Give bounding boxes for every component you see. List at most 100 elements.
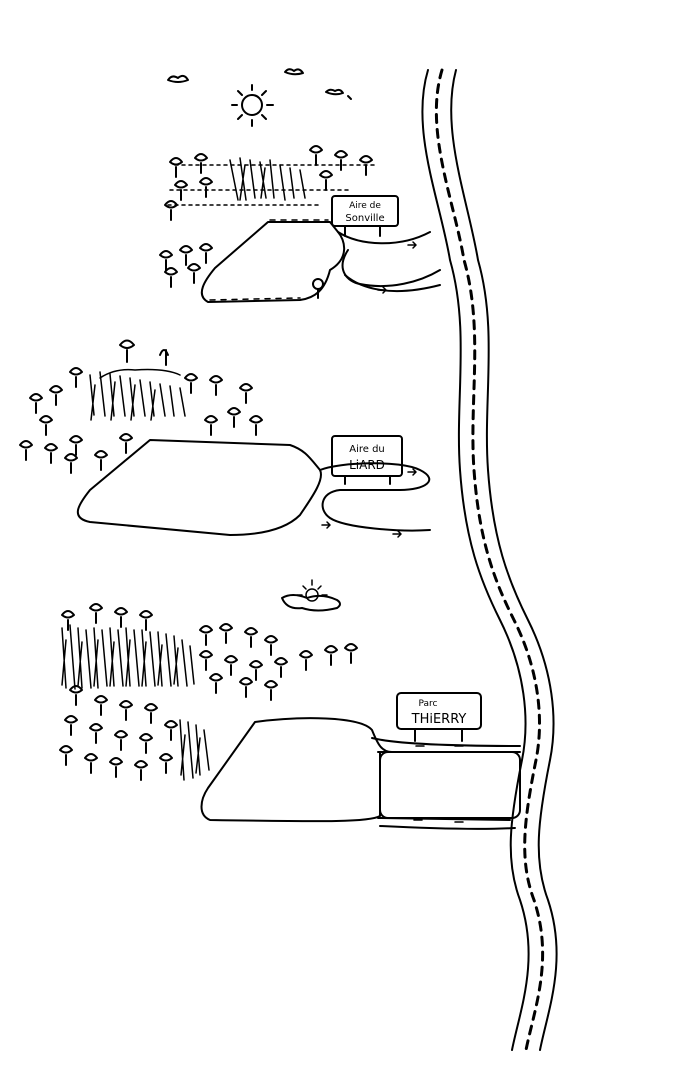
rest-area-sonville: Aire de Sonville [159, 145, 441, 303]
tree-icon [187, 263, 201, 284]
highway-center-dashes [434, 68, 545, 1052]
tree-icon [159, 753, 173, 774]
arrow-icon [407, 241, 417, 249]
tree-icon [264, 635, 278, 656]
tree-icon [89, 723, 103, 744]
access-road [371, 737, 521, 830]
tree-icon [334, 150, 348, 171]
tree-icon [344, 643, 358, 664]
tree-icon [164, 720, 178, 741]
tree-icon [139, 610, 153, 631]
area-sign-line1: Aire du [349, 444, 385, 455]
tree-icon [64, 715, 78, 736]
rest-area-thierry: Parc THiERRY [59, 603, 521, 830]
tree-icon [94, 450, 108, 471]
parking-curb [209, 219, 329, 301]
tree-icon [109, 757, 123, 778]
tree-icon [114, 607, 128, 628]
cloud-icon [281, 594, 341, 612]
tree-icon [209, 673, 223, 694]
tree-icon [219, 623, 233, 644]
area-sign: Aire de Sonville [331, 195, 399, 237]
area-sign-line1: Aire de [349, 201, 381, 211]
tree-icon [69, 435, 83, 456]
tree-icon [44, 443, 58, 464]
highway-left-edge [421, 69, 530, 1051]
tree-icon [94, 695, 108, 716]
tree-icon [199, 243, 213, 264]
tree-icon [49, 385, 63, 406]
parking-lot-inner [379, 751, 521, 819]
parking-lot [200, 717, 393, 823]
tree-icon [179, 245, 193, 266]
tree-icon [324, 645, 338, 666]
tree-icon [159, 349, 169, 366]
tree-icon [227, 407, 241, 428]
forest [89, 368, 186, 421]
area-sign: Aire du LiARD [331, 435, 403, 485]
highway [421, 68, 558, 1052]
area-sign-line2: THiERRY [411, 712, 467, 727]
tree-icon [199, 625, 213, 646]
tree-icon [119, 700, 133, 721]
tree-icon [224, 655, 238, 676]
arrow-icon [321, 521, 331, 529]
tree-icon [209, 375, 223, 396]
rest-area-liard: Aire du LiARD [19, 339, 431, 538]
forest [61, 624, 210, 781]
tree-icon [184, 373, 198, 394]
arrow-icon [413, 819, 464, 823]
bird-mark [347, 95, 352, 100]
access-road [319, 462, 431, 532]
parking-lot [377, 751, 521, 821]
tree-icon [84, 753, 98, 774]
tree-icon [164, 267, 178, 288]
tree-icon [39, 415, 53, 436]
tree-icon [359, 155, 373, 176]
tree-icon [89, 603, 103, 624]
parking-lot [200, 221, 346, 303]
cloud-icon [284, 68, 304, 76]
tree-icon [69, 685, 83, 706]
area-sign-line2: LiARD [349, 458, 385, 472]
parking-lot [77, 439, 322, 536]
area-sign: Parc THiERRY [396, 692, 482, 742]
tree-icon [64, 453, 78, 474]
pin-icon [312, 278, 324, 299]
tree-icon [199, 177, 213, 198]
sun-icon [296, 579, 328, 602]
tree-icon [249, 415, 263, 436]
tree-icon [194, 153, 208, 174]
forest [167, 157, 376, 206]
arrow-icon [407, 468, 417, 476]
arrow-icon [377, 286, 387, 294]
tree-icon [174, 180, 188, 201]
tree-icon [19, 440, 33, 461]
highway-right-edge [450, 69, 558, 1051]
tree-icon [244, 627, 258, 648]
tree-icon [119, 433, 133, 454]
tree-icon [239, 383, 253, 404]
tree-icon [319, 170, 333, 191]
tree-icon [204, 415, 218, 436]
tree-icon [169, 157, 183, 178]
tree-icon [139, 733, 153, 754]
area-sign-line2: Sonville [345, 213, 384, 224]
tree-icon [29, 393, 43, 414]
tree-icon [239, 677, 253, 698]
tree-icon [61, 610, 75, 631]
cloud-icon [325, 88, 344, 96]
tree-icon [134, 760, 148, 781]
cloud-icon [167, 74, 189, 83]
tree-icon [309, 145, 323, 166]
tree-icon [199, 650, 213, 671]
tree-icon [59, 745, 73, 766]
tree-icon [159, 250, 173, 271]
tree-icon [274, 657, 288, 678]
tree-icon [249, 660, 263, 681]
area-sign-line1: Parc [419, 699, 438, 709]
tree-icon [114, 730, 128, 751]
tree-icon [69, 367, 83, 388]
tree-icon [119, 339, 135, 363]
